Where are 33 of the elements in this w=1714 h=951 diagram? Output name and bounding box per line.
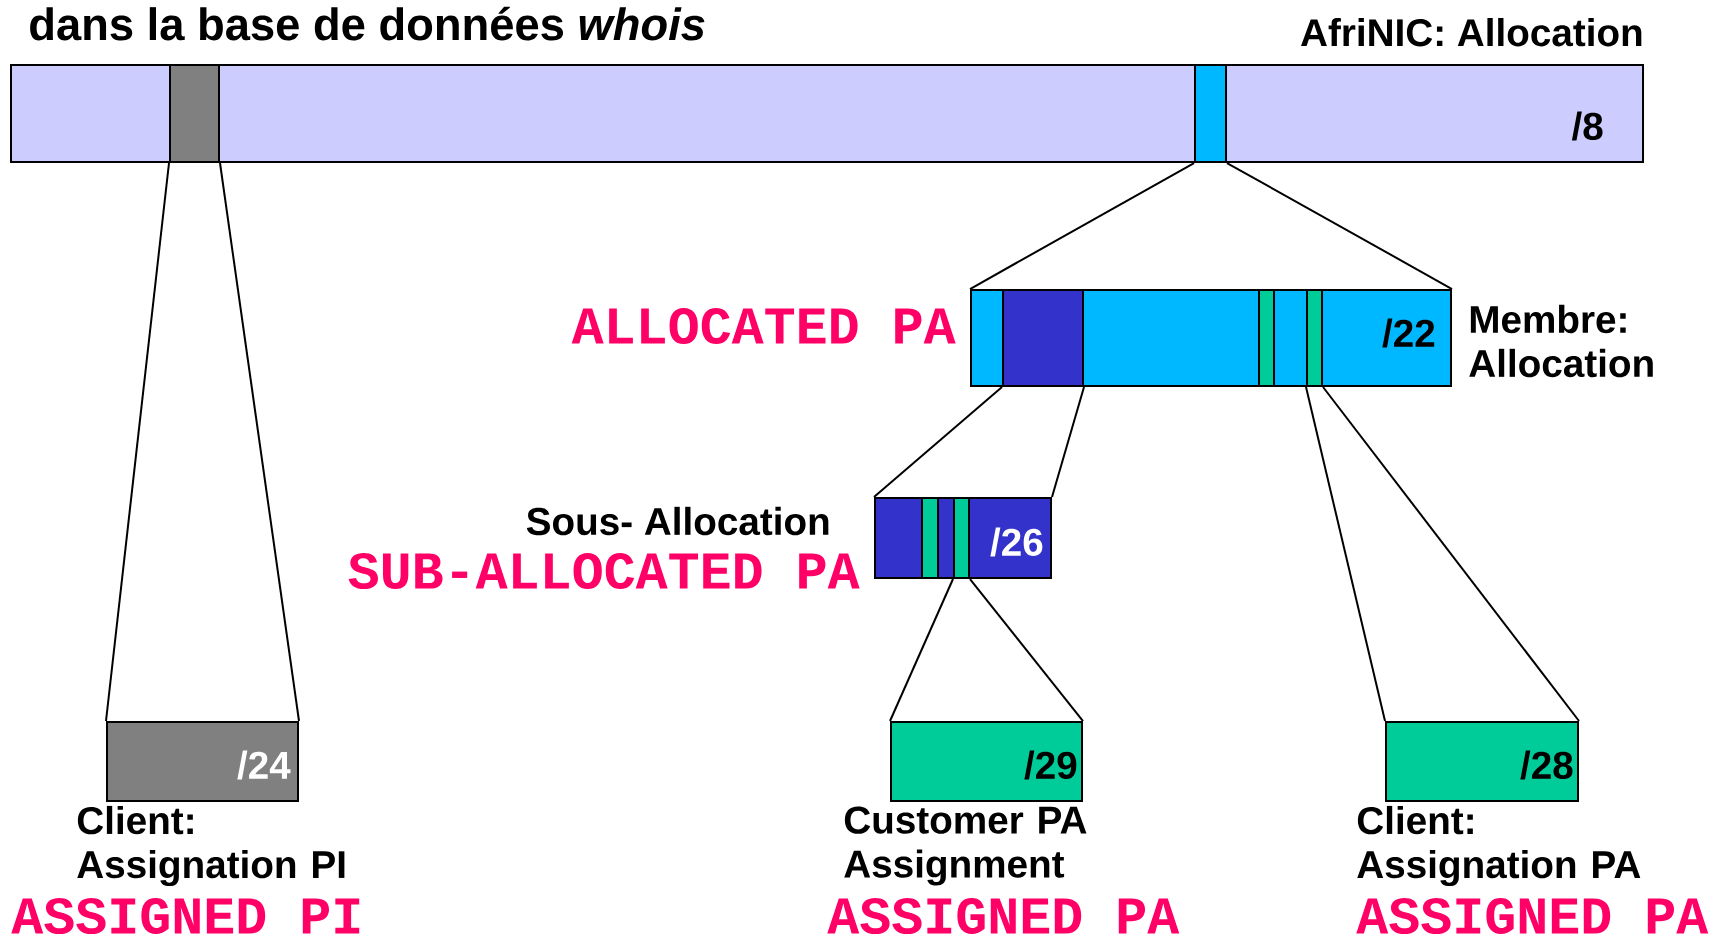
- status-label: ASSIGNED PI: [11, 897, 360, 935]
- zoom-line: [1051, 386, 1085, 498]
- address-segment: [1306, 289, 1323, 387]
- status-label: SUB-ALLOCATED PA: [348, 552, 860, 590]
- zoom-line: [1322, 386, 1580, 722]
- block-label: Membre: Allocation: [1469, 304, 1653, 378]
- block-label: AfriNIC: Allocation: [1301, 18, 1642, 47]
- address-block: /29: [890, 721, 1083, 802]
- address-segment: [1258, 289, 1275, 387]
- block-label: Client: Assignation PA: [1357, 805, 1641, 887]
- address-segment: [1194, 64, 1227, 163]
- address-segment: [1002, 289, 1084, 387]
- address-segment: [921, 497, 939, 579]
- zoom-line: [873, 386, 1003, 498]
- address-segment: [169, 64, 220, 163]
- address-bar: /8: [10, 64, 1644, 163]
- status-label: ASSIGNED PA: [1356, 897, 1709, 935]
- zoom-line: [219, 162, 300, 722]
- zoom-line: [1305, 386, 1386, 722]
- address-block: /24: [106, 721, 299, 802]
- title: dans la base de données whois: [30, 6, 705, 41]
- zoom-line: [969, 578, 1084, 722]
- status-label: ALLOCATED PA: [571, 307, 956, 345]
- status-label: ASSIGNED PA: [827, 897, 1180, 935]
- block-label: Customer PA Assignment: [844, 806, 1087, 886]
- address-block: /28: [1385, 721, 1579, 802]
- zoom-line: [889, 578, 954, 722]
- zoom-line: [105, 162, 170, 722]
- block-label: Client: Assignation PI: [77, 805, 345, 887]
- block-label: Sous- Allocation: [526, 506, 829, 536]
- zoom-line: [969, 162, 1195, 290]
- zoom-line: [1226, 162, 1453, 290]
- address-segment: [953, 497, 970, 579]
